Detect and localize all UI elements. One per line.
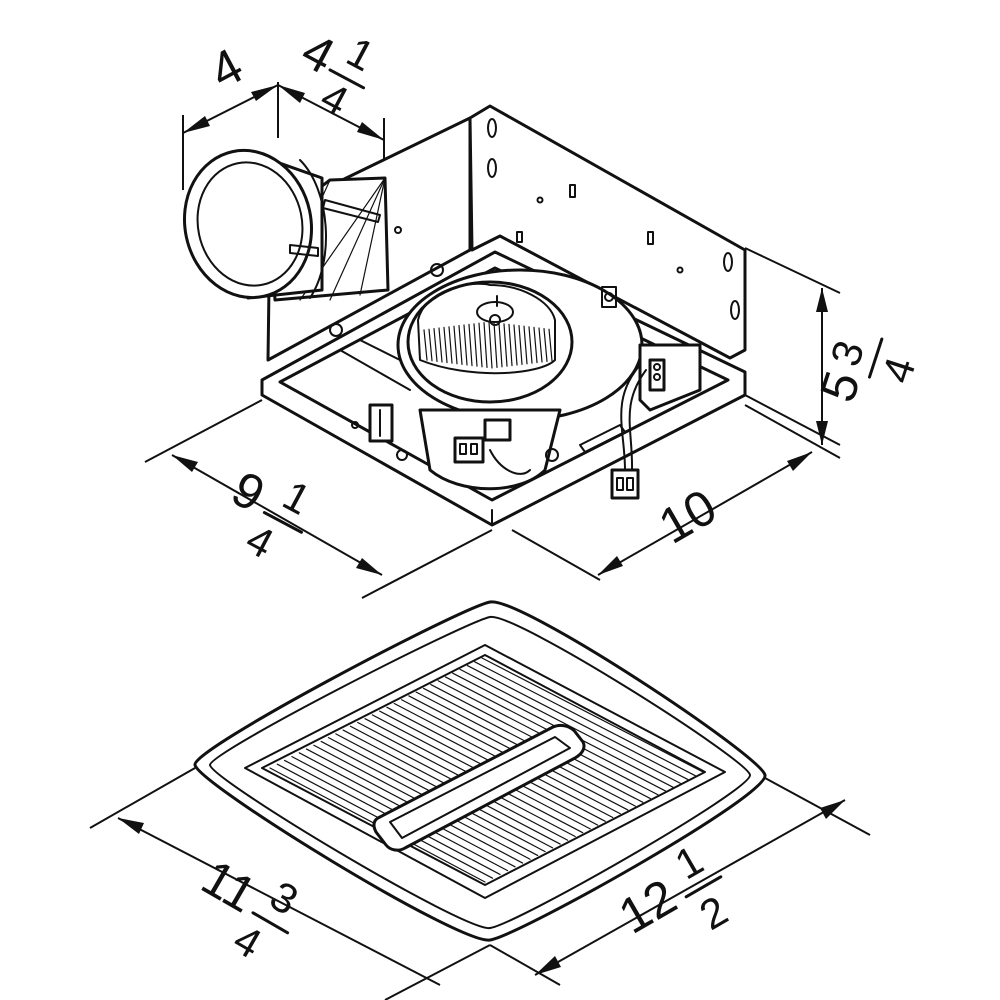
dim-duct-width-num: 1	[339, 28, 382, 80]
dim-housing-width-bar	[262, 511, 303, 534]
blower-blade	[473, 323, 478, 367]
dim-housing-height-den: 4	[873, 352, 925, 389]
blower-blade	[533, 326, 538, 364]
blower-blade	[508, 323, 513, 367]
blower-blade	[543, 328, 548, 362]
blower-blade	[523, 325, 528, 365]
blower-blade	[428, 328, 433, 362]
grille-louver	[466, 664, 689, 781]
dim-intake-depth-whole: 4	[201, 37, 252, 100]
blower-blade	[443, 326, 448, 364]
dim-housing-width-num: 1	[276, 471, 319, 523]
dim-housing-height-num: 3	[821, 335, 873, 372]
blower-blade	[463, 324, 468, 366]
dim-grille-length-den: 2	[692, 887, 736, 939]
mounting-bracket	[468, 104, 747, 360]
blower-blade	[498, 322, 503, 368]
blower-blade	[453, 325, 458, 365]
junction-box	[601, 286, 702, 412]
fan-housing	[182, 104, 747, 527]
blower-blade	[438, 327, 443, 363]
power-cord	[610, 364, 647, 500]
dim-grille-length-bar	[684, 875, 723, 899]
light-lens	[372, 723, 586, 852]
blower-blade	[538, 327, 543, 363]
blower-blade	[493, 322, 498, 368]
blower-blade	[518, 325, 523, 365]
dimension-lines	[89, 82, 871, 1000]
blower-blade	[513, 324, 518, 366]
dim-duct-width: 4 1 4	[293, 22, 382, 125]
blower-wheel	[396, 268, 644, 422]
dim-grille-width-num: 3	[262, 872, 306, 924]
bracket-slots	[487, 118, 740, 320]
dim-intake-depth: 4	[201, 37, 252, 100]
dim-grille-length-whole: 12	[610, 868, 686, 944]
blower-blades	[423, 321, 553, 369]
blower-blade	[468, 323, 473, 367]
blower-blade	[433, 328, 438, 362]
dim-housing-length-whole: 10	[650, 478, 726, 554]
blower-blade	[448, 326, 453, 364]
dim-grille-width-bar	[251, 911, 290, 935]
dim-housing-length: 10	[650, 478, 726, 554]
grille-louver	[474, 661, 697, 777]
blower-blade	[528, 326, 533, 364]
dim-housing-width: 9 1 4	[223, 460, 319, 567]
dim-grille-width-den: 4	[226, 915, 270, 967]
blower-blade	[478, 322, 483, 368]
blower-blade	[503, 323, 508, 367]
duct-collar	[182, 148, 327, 300]
blower-blade	[483, 322, 488, 368]
dim-housing-height-bar	[867, 337, 884, 379]
blower-blade	[458, 325, 463, 365]
blower-blade	[488, 321, 493, 369]
grille-louver	[481, 657, 704, 773]
grille	[193, 600, 767, 942]
blower-blade	[548, 328, 553, 362]
blower-blade	[423, 329, 428, 361]
dim-duct-width-bar	[328, 68, 366, 90]
motor-assembly	[351, 403, 626, 491]
dim-housing-width-den: 4	[239, 515, 282, 567]
dim-duct-width-den: 4	[313, 73, 356, 125]
dim-housing-height: 5 3 4	[809, 335, 925, 408]
dim-grille-length-num: 1	[667, 836, 711, 888]
